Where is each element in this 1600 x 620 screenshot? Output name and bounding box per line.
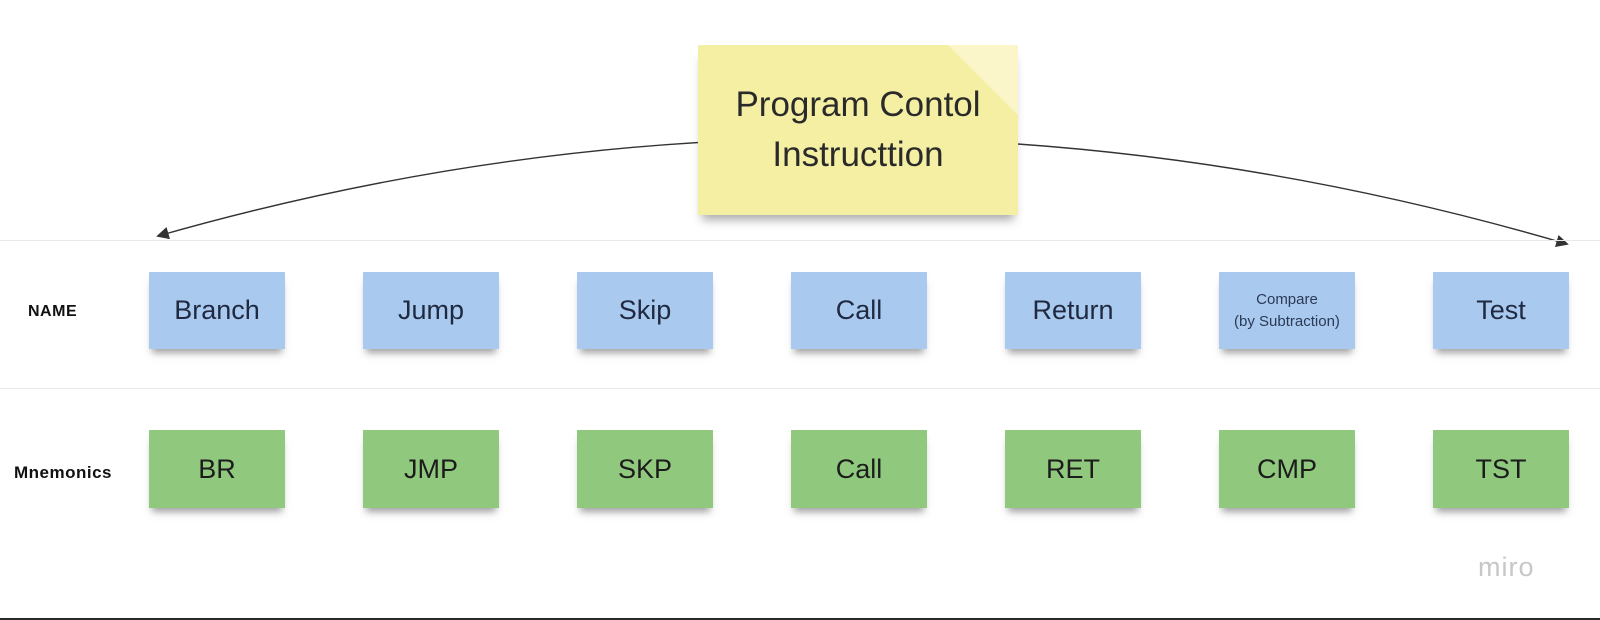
sticky-note-label: Jump (397, 295, 465, 325)
sticky-note-label: Return (1032, 295, 1114, 325)
sticky-note-jump[interactable]: Jump (363, 272, 499, 349)
sticky-note-br[interactable]: BR (149, 430, 285, 508)
row-label-name[interactable]: NAME (28, 303, 78, 320)
sticky-note-cmp[interactable]: CMP (1219, 430, 1355, 508)
sticky-note-label: Call (835, 295, 883, 325)
sticky-note-label: BR (198, 453, 236, 484)
title-line-1: Program Contol (735, 84, 981, 124)
sticky-note-ret[interactable]: RET (1005, 430, 1141, 508)
row-divider-top (0, 240, 1600, 241)
sticky-note-label: TST (1475, 453, 1527, 484)
mnemonics-notes-row: BR JMP SKP Call RET CMP TST (149, 430, 1569, 508)
row-divider-middle (0, 388, 1600, 389)
sticky-note-compare-by-subtraction[interactable]: Compare (by Subtraction) (1219, 272, 1355, 349)
sticky-note-return[interactable]: Return (1005, 272, 1141, 349)
sticky-note-label: Test (1476, 295, 1526, 325)
sticky-note-label: Branch (174, 295, 260, 325)
title-sticky-note[interactable]: Program Contol Instructtion (698, 45, 1018, 215)
sticky-note-label: Skip (618, 295, 672, 325)
sticky-note-label: CMP (1257, 453, 1317, 484)
sticky-note-jmp[interactable]: JMP (363, 430, 499, 508)
sticky-note-label: SKP (617, 453, 673, 484)
sticky-note-skip[interactable]: Skip (577, 272, 713, 349)
sticky-note-test[interactable]: Test (1433, 272, 1569, 349)
sticky-note-branch[interactable]: Branch (149, 272, 285, 349)
sticky-note-label: Call (835, 453, 883, 484)
sticky-note-label: RET (1046, 453, 1100, 484)
miro-watermark: miro (1478, 552, 1535, 582)
title-line-2: Instructtion (772, 135, 944, 174)
name-notes-row: Branch Jump Skip Call Return Compare (by Subt… (149, 272, 1569, 349)
sticky-note-call[interactable]: Call (791, 430, 927, 508)
sticky-note-tst[interactable]: TST (1433, 430, 1569, 508)
sticky-note-label: JMP (404, 453, 458, 484)
sticky-note-skp[interactable]: SKP (577, 430, 713, 508)
row-label-mnemonics[interactable]: Mnemonics (14, 463, 113, 482)
sticky-note-label: Compare (by Subtraction) (1234, 290, 1340, 330)
sticky-note-call[interactable]: Call (791, 272, 927, 349)
note-corner-fold (948, 45, 1018, 115)
